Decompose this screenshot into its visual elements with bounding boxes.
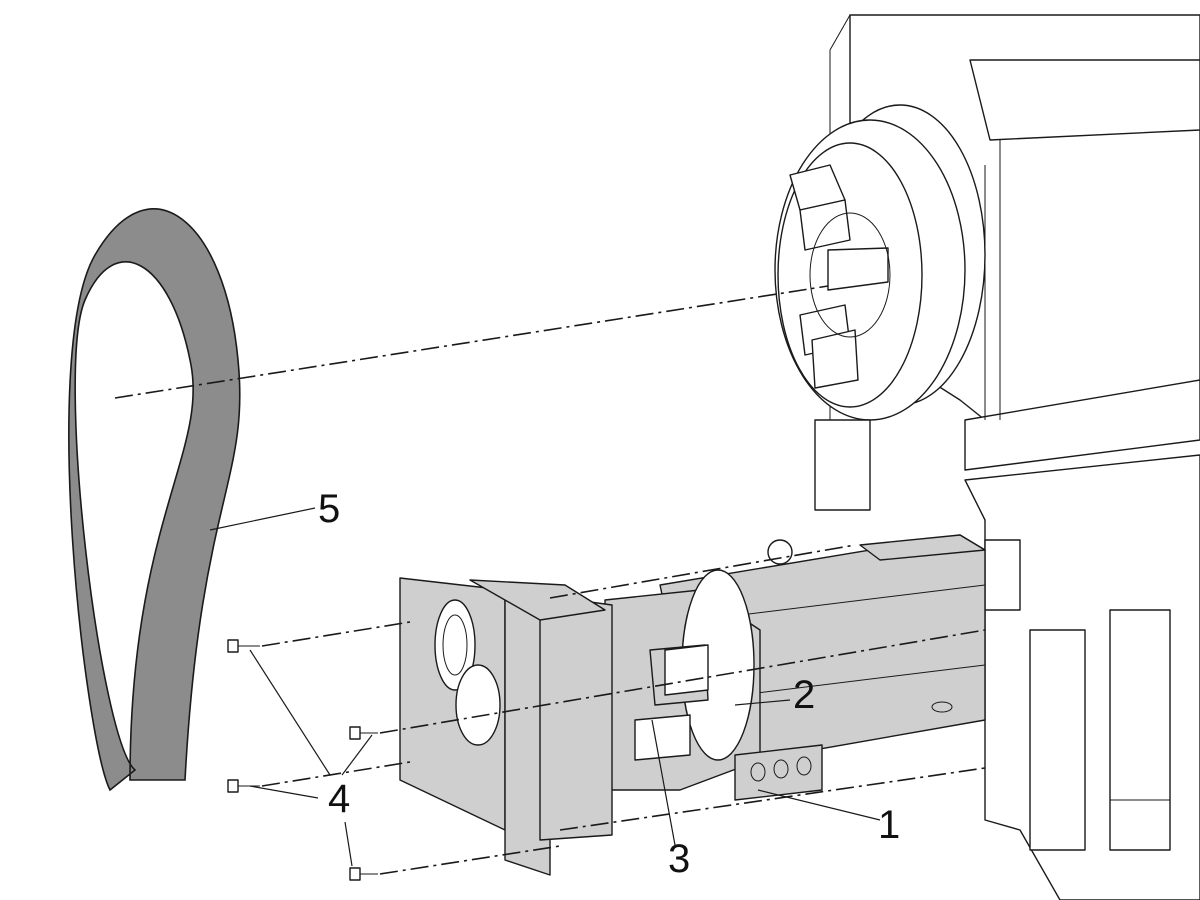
drive-pulley	[434, 599, 501, 746]
lathe-base	[814, 419, 1200, 900]
mounting-bolts	[227, 639, 378, 881]
callout-1: 1	[878, 803, 900, 847]
callout-4: 4	[328, 777, 350, 821]
mounting-plate	[399, 577, 613, 876]
callout-3: 3	[668, 837, 690, 881]
callout-5: 5	[318, 487, 340, 531]
callout-2: 2	[793, 673, 815, 717]
drive-belt	[68, 208, 241, 792]
sensor-switch	[634, 644, 709, 761]
bolt-4	[349, 867, 378, 881]
spindle-chuck	[774, 104, 986, 421]
callout-labels: 1 2 3 4 5	[318, 487, 900, 881]
bolt-2	[349, 726, 378, 740]
bolt-1	[227, 639, 260, 653]
junction-box	[734, 744, 823, 801]
bolt-3	[227, 779, 260, 793]
alignment-centerlines	[114, 285, 986, 875]
callout-leaders	[209, 507, 881, 867]
